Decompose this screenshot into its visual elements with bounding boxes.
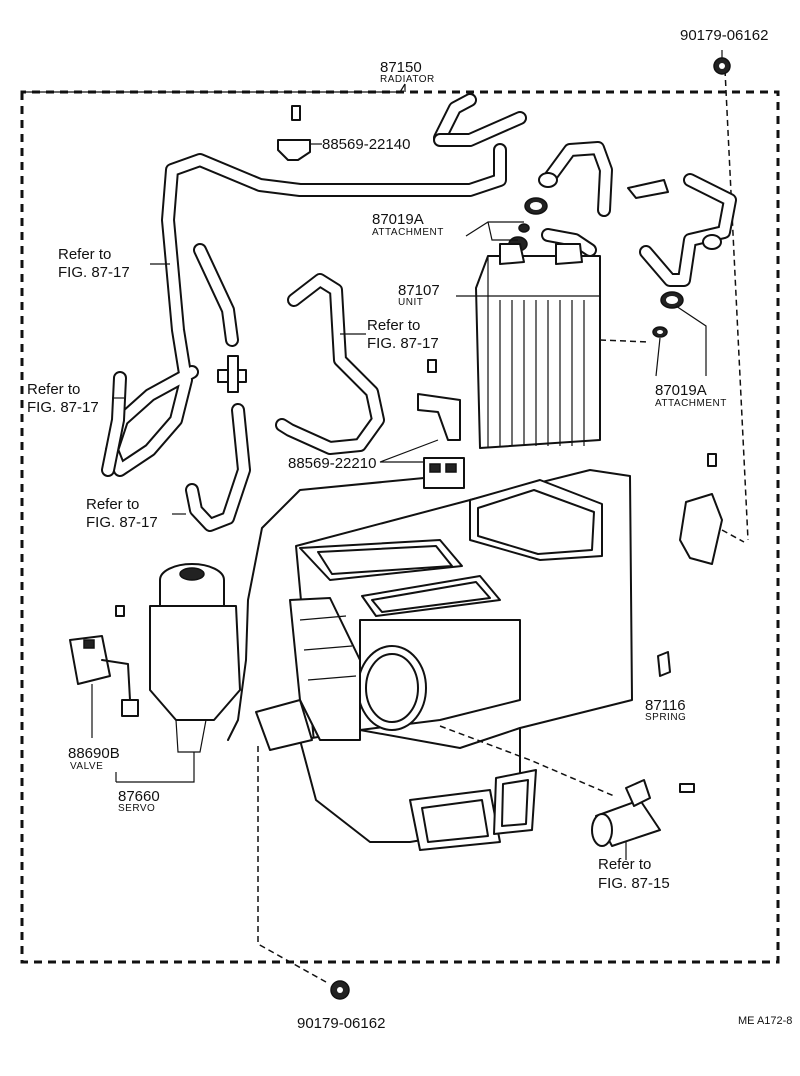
nut-bottom-icon xyxy=(257,725,615,1000)
servo-icon xyxy=(115,563,241,753)
figure-code: ME A172-8 xyxy=(738,1015,793,1027)
spring-number: 87116 xyxy=(645,697,686,714)
ref-left-upper-line1: Refer to xyxy=(58,246,112,263)
attachment-upper-number: 87019A xyxy=(372,211,424,228)
servo-number: 87660 xyxy=(118,788,160,805)
ref-lower-right-line1: Refer to xyxy=(598,856,652,873)
spring-name: SPRING xyxy=(645,712,687,723)
heater-hose-center-icon xyxy=(275,273,385,455)
clamp-mid-icon xyxy=(379,359,461,463)
nut-top-icon xyxy=(713,50,749,541)
unit-name: UNIT xyxy=(398,297,424,308)
radiator-group-border xyxy=(20,83,780,964)
clamp-top-icon xyxy=(277,105,322,161)
heater-core-unit-icon xyxy=(475,243,651,449)
servo-leader xyxy=(115,752,195,783)
unit-number: 87107 xyxy=(398,282,440,299)
ref-left-mid-line2: FIG. 87-17 xyxy=(27,399,99,416)
attachment-upper-name: ATTACHMENT xyxy=(372,227,444,238)
spring-icon xyxy=(657,651,671,677)
pipe-fitting-icon xyxy=(591,779,695,847)
servo-name: SERVO xyxy=(118,803,156,814)
attachment-right-name: ATTACHMENT xyxy=(655,398,727,409)
nut-top-number: 90179-06162 xyxy=(680,27,769,44)
attachment-right-icon xyxy=(652,291,707,377)
valve-number: 88690B xyxy=(68,745,120,762)
attachment-right-number: 87019A xyxy=(655,382,707,399)
radiator-name: RADIATOR xyxy=(380,74,435,85)
connector-block-icon xyxy=(227,457,465,741)
tee-joint-icon xyxy=(217,355,247,393)
clamp-mid-number: 88569-22210 xyxy=(288,455,377,472)
ref-left-lower-line1: Refer to xyxy=(86,496,140,513)
ref-center-line2: FIG. 87-17 xyxy=(367,335,439,352)
radiator-number: 87150 xyxy=(380,59,422,76)
ref-lower-right-line2: FIG. 87-15 xyxy=(598,875,670,892)
valve-icon xyxy=(69,635,139,738)
ref-left-mid-line1: Refer to xyxy=(27,381,81,398)
heater-hose-left-icon xyxy=(101,93,527,477)
ref-left-upper-line2: FIG. 87-17 xyxy=(58,264,130,281)
valve-name: VALVE xyxy=(70,761,104,772)
ref-left-lower-line2: FIG. 87-17 xyxy=(86,514,158,531)
clamp-top-number: 88569-22140 xyxy=(322,136,411,153)
hose-upper-right-icon xyxy=(538,141,737,287)
clip-upper-right-icon xyxy=(627,179,669,199)
nut-bottom-number: 90179-06162 xyxy=(297,1015,386,1032)
ref-center-line1: Refer to xyxy=(367,317,421,334)
label-leaders xyxy=(112,263,627,860)
bracket-right-icon xyxy=(679,453,745,565)
hose-short-lower-icon xyxy=(185,403,251,532)
heater-case-icon xyxy=(255,469,633,851)
